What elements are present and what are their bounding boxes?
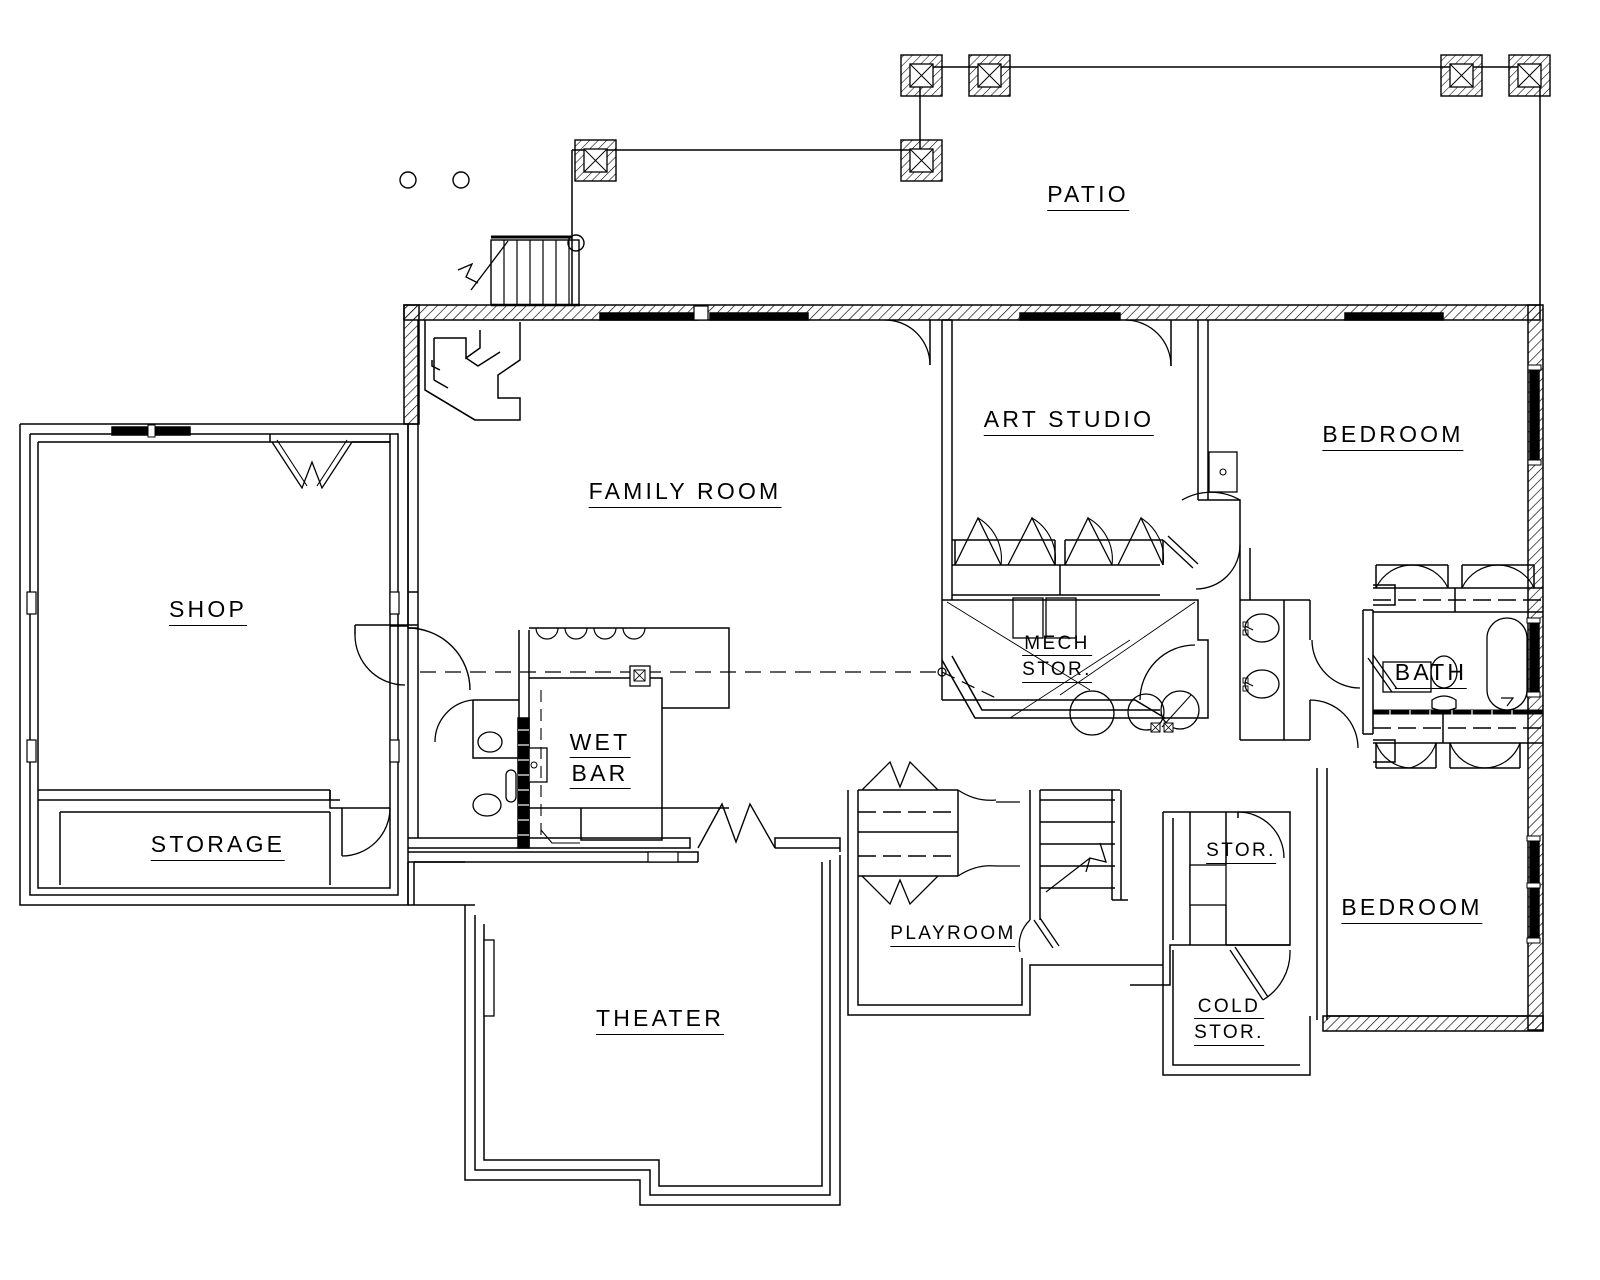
exterior-stair — [457, 234, 585, 307]
pier-dots — [399, 171, 470, 189]
mech-stor-line-2: STOR. — [1022, 659, 1092, 683]
room-label-patio: PATIO — [1047, 181, 1129, 211]
cold-stor-line-1: COLD — [1194, 996, 1264, 1020]
dashed-beam-line — [420, 667, 1001, 701]
room-label-bedroom-1: BEDROOM — [1322, 421, 1464, 451]
family-room-walls — [407, 305, 931, 629]
art-studio-walls — [941, 312, 1241, 600]
room-label-theater: THEATER — [595, 1005, 725, 1035]
mech-stor — [941, 597, 1209, 736]
room-label-wet-bar: WET BAR — [569, 729, 631, 794]
patio-outline — [571, 66, 1541, 305]
hall-bath-bedrooms — [1195, 312, 1543, 1020]
wet-bar-line-1: WET — [569, 729, 631, 758]
wet-bar — [434, 627, 730, 849]
room-label-bedroom-2: BEDROOM — [1341, 894, 1483, 924]
wet-bar-line-2: BAR — [569, 760, 631, 789]
patio-posts — [574, 54, 1551, 182]
room-label-art-studio: ART STUDIO — [983, 406, 1155, 436]
room-label-shop: SHOP — [169, 596, 247, 626]
room-label-bath: BATH — [1394, 659, 1468, 689]
playroom-stairs — [847, 760, 1163, 1016]
shop-storage — [19, 423, 409, 906]
room-label-stor: STOR. — [1206, 840, 1276, 865]
stor-room — [1130, 811, 1311, 1076]
room-label-family-room: FAMILY ROOM — [588, 478, 782, 508]
theater — [407, 855, 841, 1206]
room-label-cold-stor: COLD STOR. — [1194, 996, 1264, 1051]
room-label-mech-stor: MECH STOR. — [1022, 633, 1092, 688]
cold-stor-line-2: STOR. — [1194, 1022, 1264, 1046]
room-label-storage: STORAGE — [150, 831, 286, 861]
mech-stor-line-1: MECH — [1022, 633, 1092, 657]
room-label-playroom: PLAYROOM — [890, 923, 1016, 948]
